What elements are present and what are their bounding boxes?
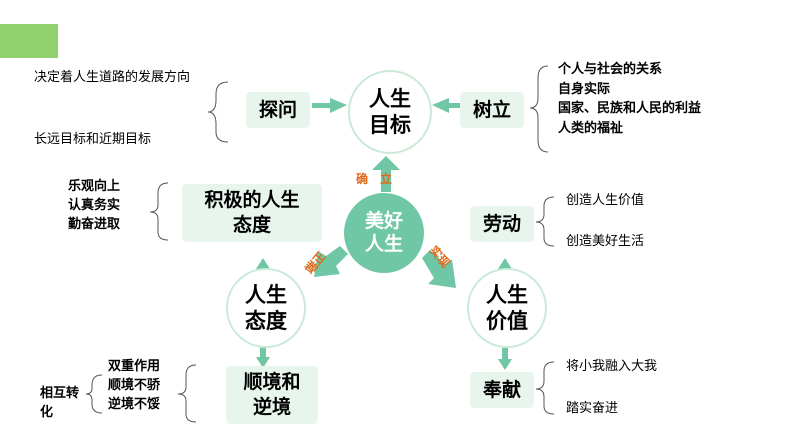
establish-item-4: 人类的福祉 — [558, 121, 624, 136]
node-life-value-line1: 人生 — [486, 283, 528, 307]
title-accent-bar — [0, 24, 58, 58]
center-node-beautiful-life: 美好 人生 — [344, 193, 424, 273]
brace-shunjing — [177, 364, 197, 423]
establish-item-3: 国家、民族和人民的利益 — [558, 101, 702, 116]
arrow-right-down — [498, 348, 512, 370]
adversity-item-2: 顺境不骄 — [108, 378, 161, 393]
box-adversity-line1: 顺境和 — [243, 371, 301, 393]
arrow-downright — [422, 250, 456, 288]
box-adversity: 顺境和 逆境 — [226, 366, 318, 424]
brace-fengxian — [535, 361, 555, 415]
arrow-up — [372, 156, 400, 192]
explore-item-2: 长远目标和近期目标 — [34, 132, 152, 147]
node-life-value: 人生 价值 — [467, 268, 547, 348]
establish-item-1: 个人与社会的关系 — [558, 62, 663, 77]
center-line2: 人生 — [364, 233, 403, 255]
node-life-attitude-line2: 态度 — [245, 309, 287, 333]
arrow-top-to-right — [432, 98, 460, 113]
node-life-attitude: 人生 态度 — [226, 268, 306, 348]
brace-shunjing-left — [85, 374, 103, 414]
box-labor-label: 劳动 — [482, 212, 521, 235]
node-life-value-line2: 价值 — [486, 309, 528, 333]
brace-tanwen — [207, 81, 229, 143]
arrow-upleft — [314, 246, 348, 277]
box-positive-attitude-line1: 积极的人生 — [204, 189, 300, 211]
arrow-left-down — [256, 346, 270, 368]
adversity-item-1: 双重作用 — [108, 359, 161, 374]
box-dedication: 奉献 — [470, 372, 534, 408]
node-life-goal: 人生 目标 — [348, 70, 432, 154]
attitude-item-1: 乐观向上 — [68, 179, 121, 194]
arrow-top-to-left — [312, 98, 347, 113]
dedication-item-2: 踏实奋进 — [566, 401, 619, 416]
arrow-label-establish-2: 立 — [380, 172, 393, 186]
box-explore-label: 探问 — [258, 98, 297, 121]
adversity-extra-line2: 化 — [40, 405, 54, 420]
box-positive-attitude-line2: 态度 — [232, 214, 271, 236]
explore-item-1: 决定着人生道路的发展方向 — [34, 70, 191, 85]
center-line1: 美好 — [364, 210, 403, 232]
brace-jiji — [149, 182, 169, 241]
box-dedication-label: 奉献 — [482, 378, 521, 401]
establish-item-2: 自身实际 — [558, 82, 611, 97]
adversity-extra-line1: 相互转 — [40, 386, 80, 401]
dedication-item-1: 将小我融入大我 — [566, 359, 658, 374]
node-life-goal-line2: 目标 — [369, 113, 411, 137]
labor-item-1: 创造人生价值 — [566, 193, 645, 208]
box-positive-attitude: 积极的人生 态度 — [182, 184, 322, 242]
box-establish-label: 树立 — [472, 98, 511, 121]
adversity-item-3: 逆境不馁 — [108, 397, 161, 412]
box-adversity-line2: 逆境 — [252, 396, 291, 418]
labor-item-2: 创造美好生活 — [566, 234, 645, 249]
arrow-label-establish-1: 确 — [356, 172, 369, 186]
brace-shuli — [529, 65, 549, 153]
box-explore: 探问 — [246, 92, 310, 128]
attitude-item-3: 勤奋进取 — [68, 217, 121, 232]
attitude-item-2: 认真务实 — [68, 198, 121, 213]
brace-laodong — [535, 196, 555, 247]
box-labor: 劳动 — [470, 206, 534, 242]
node-life-attitude-line1: 人生 — [245, 283, 287, 307]
box-establish: 树立 — [460, 92, 524, 128]
node-life-goal-line1: 人生 — [369, 87, 411, 111]
